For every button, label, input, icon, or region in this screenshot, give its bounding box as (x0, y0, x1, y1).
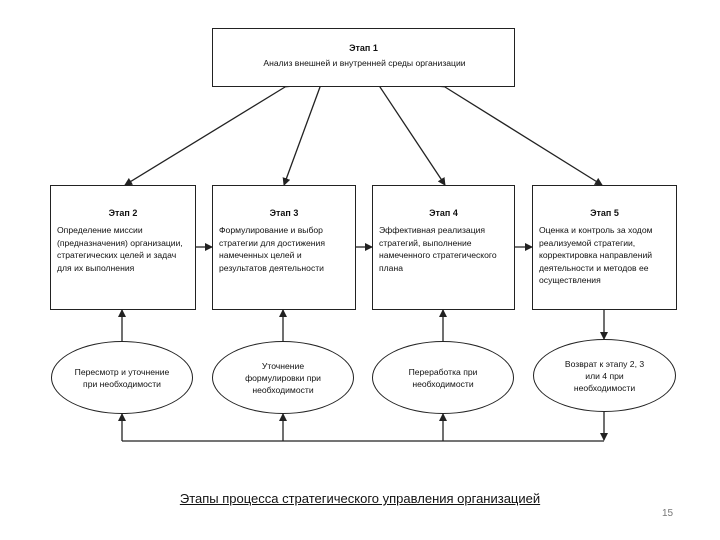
stage-1-text: Анализ внешней и внутренней среды органи… (263, 58, 466, 68)
feedback-1-text: Пересмотр и уточнение при необходимости (74, 366, 170, 389)
feedback-3-text: Переработка при необходимости (408, 366, 478, 389)
stage-3-title: Этап 3 (269, 208, 299, 218)
stage-5-box: Этап 5 Оценка и контроль за ходом реализ… (532, 185, 677, 310)
stage-4-box: Этап 4 Эффективная реализация стратегий,… (372, 185, 515, 310)
page-number: 15 (662, 508, 674, 519)
feedback-2-text: Уточнение формулировки при необходимости (245, 360, 321, 395)
stage-2-box: Этап 2 Определение миссии (предназначени… (50, 185, 196, 310)
stage-5-text: Оценка и контроль за ходом реализуемой с… (539, 225, 653, 285)
stage-1-box: Этап 1 Анализ внешней и внутренней среды… (212, 28, 515, 87)
arrow-stage1-stage2 (124, 79, 294, 186)
stage-3-box: Этап 3 Формулирование и выбор стратегии … (212, 185, 356, 310)
feedback-ellipse-4: Возврат к этапу 2, 3 или 4 при необходим… (533, 339, 676, 412)
feedback-4-text: Возврат к этапу 2, 3 или 4 при необходим… (564, 358, 645, 393)
stage-1-title: Этап 1 (349, 43, 378, 53)
arrow-stage1-stage4 (372, 78, 446, 186)
stage-5-title: Этап 5 (590, 208, 619, 218)
feedback-ellipse-2: Уточнение формулировки при необходимости (212, 341, 354, 414)
stage-4-text: Эффективная реализация стратегий, выполн… (379, 225, 497, 273)
arrow-stage1-stage3 (282, 79, 327, 186)
stage-3-text: Формулирование и выбор стратегии для дос… (219, 225, 325, 273)
arrow-stage1-stage5 (436, 79, 603, 186)
feedback-ellipse-1: Пересмотр и уточнение при необходимости (51, 341, 193, 414)
stage-2-title: Этап 2 (108, 208, 138, 218)
figure-caption: Этапы процесса стратегического управлени… (179, 491, 541, 506)
stage-2-text: Определение миссии (предназначения) орга… (57, 225, 183, 273)
feedback-ellipse-3: Переработка при необходимости (372, 341, 514, 414)
stage-4-title: Этап 4 (429, 208, 458, 218)
